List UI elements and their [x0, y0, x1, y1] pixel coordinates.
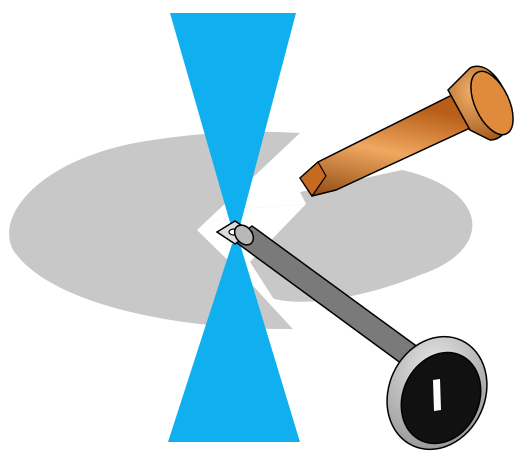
sample-rod-knob-indicator — [433, 379, 441, 411]
